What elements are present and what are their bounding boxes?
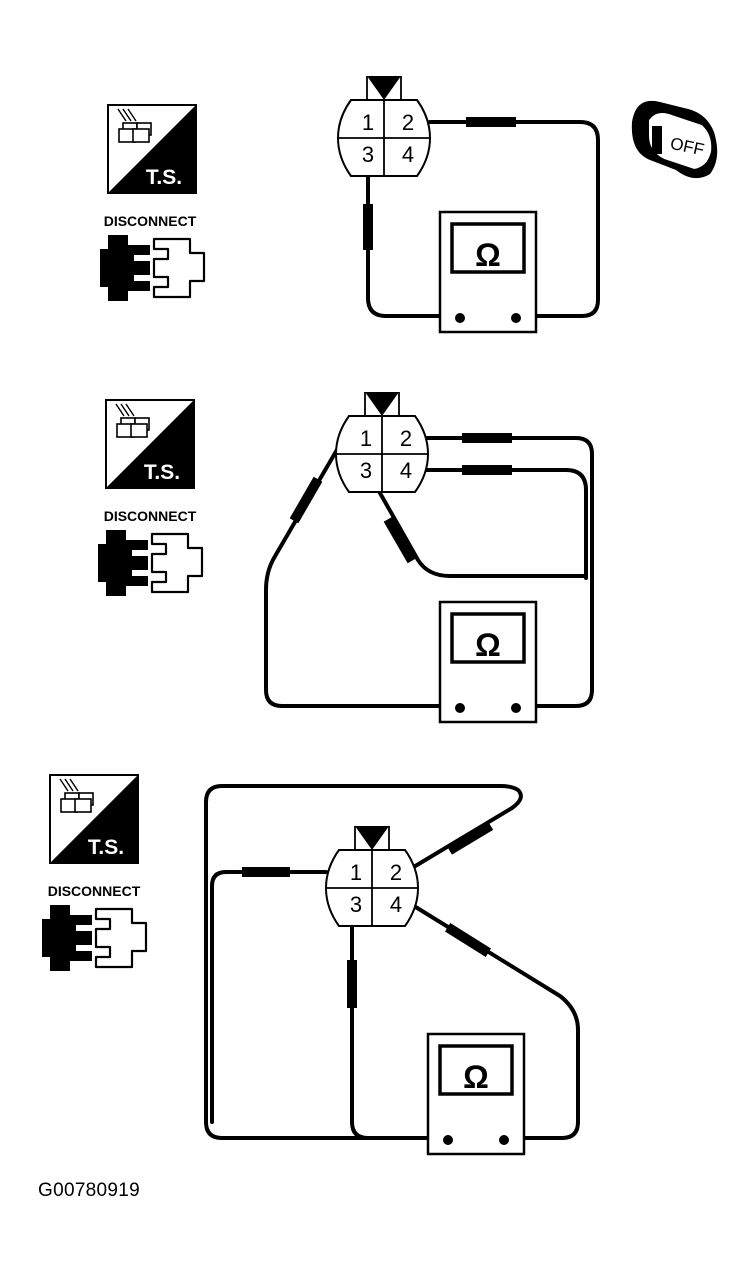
pin-4-label: 4 <box>390 892 402 917</box>
pin-4-label: 4 <box>400 458 412 483</box>
pin-2-label: 2 <box>402 110 414 135</box>
probe-lead-sleeve <box>446 821 494 855</box>
pin-3-label: 3 <box>360 458 372 483</box>
probe-lead-sleeve <box>289 476 323 524</box>
probe-lead-sleeve <box>242 867 290 877</box>
ts-label: T.S. <box>146 166 182 189</box>
pin-4-label: 4 <box>402 142 414 167</box>
panel-1: T.S. DISCONNECT OFF 1 2 3 4 Ω <box>98 75 718 334</box>
pin-3-label: 3 <box>362 142 374 167</box>
disconnect-label: DISCONNECT <box>48 883 141 899</box>
pin-3-label: 3 <box>350 892 362 917</box>
probe-lead-sleeve <box>466 117 516 127</box>
panel-2: T.S. DISCONNECT 1 2 3 4 Ω <box>96 391 594 724</box>
probe-wires <box>264 436 594 708</box>
probe-lead-sleeve <box>444 923 492 957</box>
ts-label: T.S. <box>144 461 180 484</box>
pin-1-label: 1 <box>360 426 372 451</box>
connector-face <box>335 391 429 493</box>
panel-3: T.S. DISCONNECT 1 2 3 4 Ω <box>40 774 580 1156</box>
disconnect-connector-icon <box>96 528 204 598</box>
pin-2-label: 2 <box>400 426 412 451</box>
disconnect-connector-icon <box>40 903 148 973</box>
probe-lead-sleeve <box>462 465 512 475</box>
probe-lead-sleeve <box>363 204 373 250</box>
probe-wires <box>204 784 580 1140</box>
connector-face <box>325 825 419 927</box>
disconnect-connector-icon <box>98 233 206 303</box>
probe-lead-sleeve <box>347 960 357 1008</box>
pin-1-label: 1 <box>350 860 362 885</box>
ohm-symbol: Ω <box>475 627 501 663</box>
pin-2-label: 2 <box>390 860 402 885</box>
disconnect-label: DISCONNECT <box>104 508 197 524</box>
probe-wires <box>366 120 600 318</box>
ohm-symbol: Ω <box>475 237 501 273</box>
disconnect-label: DISCONNECT <box>104 213 197 229</box>
ohm-symbol: Ω <box>463 1059 489 1095</box>
ts-label: T.S. <box>88 836 124 859</box>
probe-lead-sleeve <box>462 433 512 443</box>
ignition-key-off-icon: OFF <box>631 100 718 179</box>
connector-face <box>337 75 431 177</box>
probe-lead-sleeve <box>383 516 417 564</box>
figure-id: G00780919 <box>38 1180 141 1201</box>
pin-1-label: 1 <box>362 110 374 135</box>
